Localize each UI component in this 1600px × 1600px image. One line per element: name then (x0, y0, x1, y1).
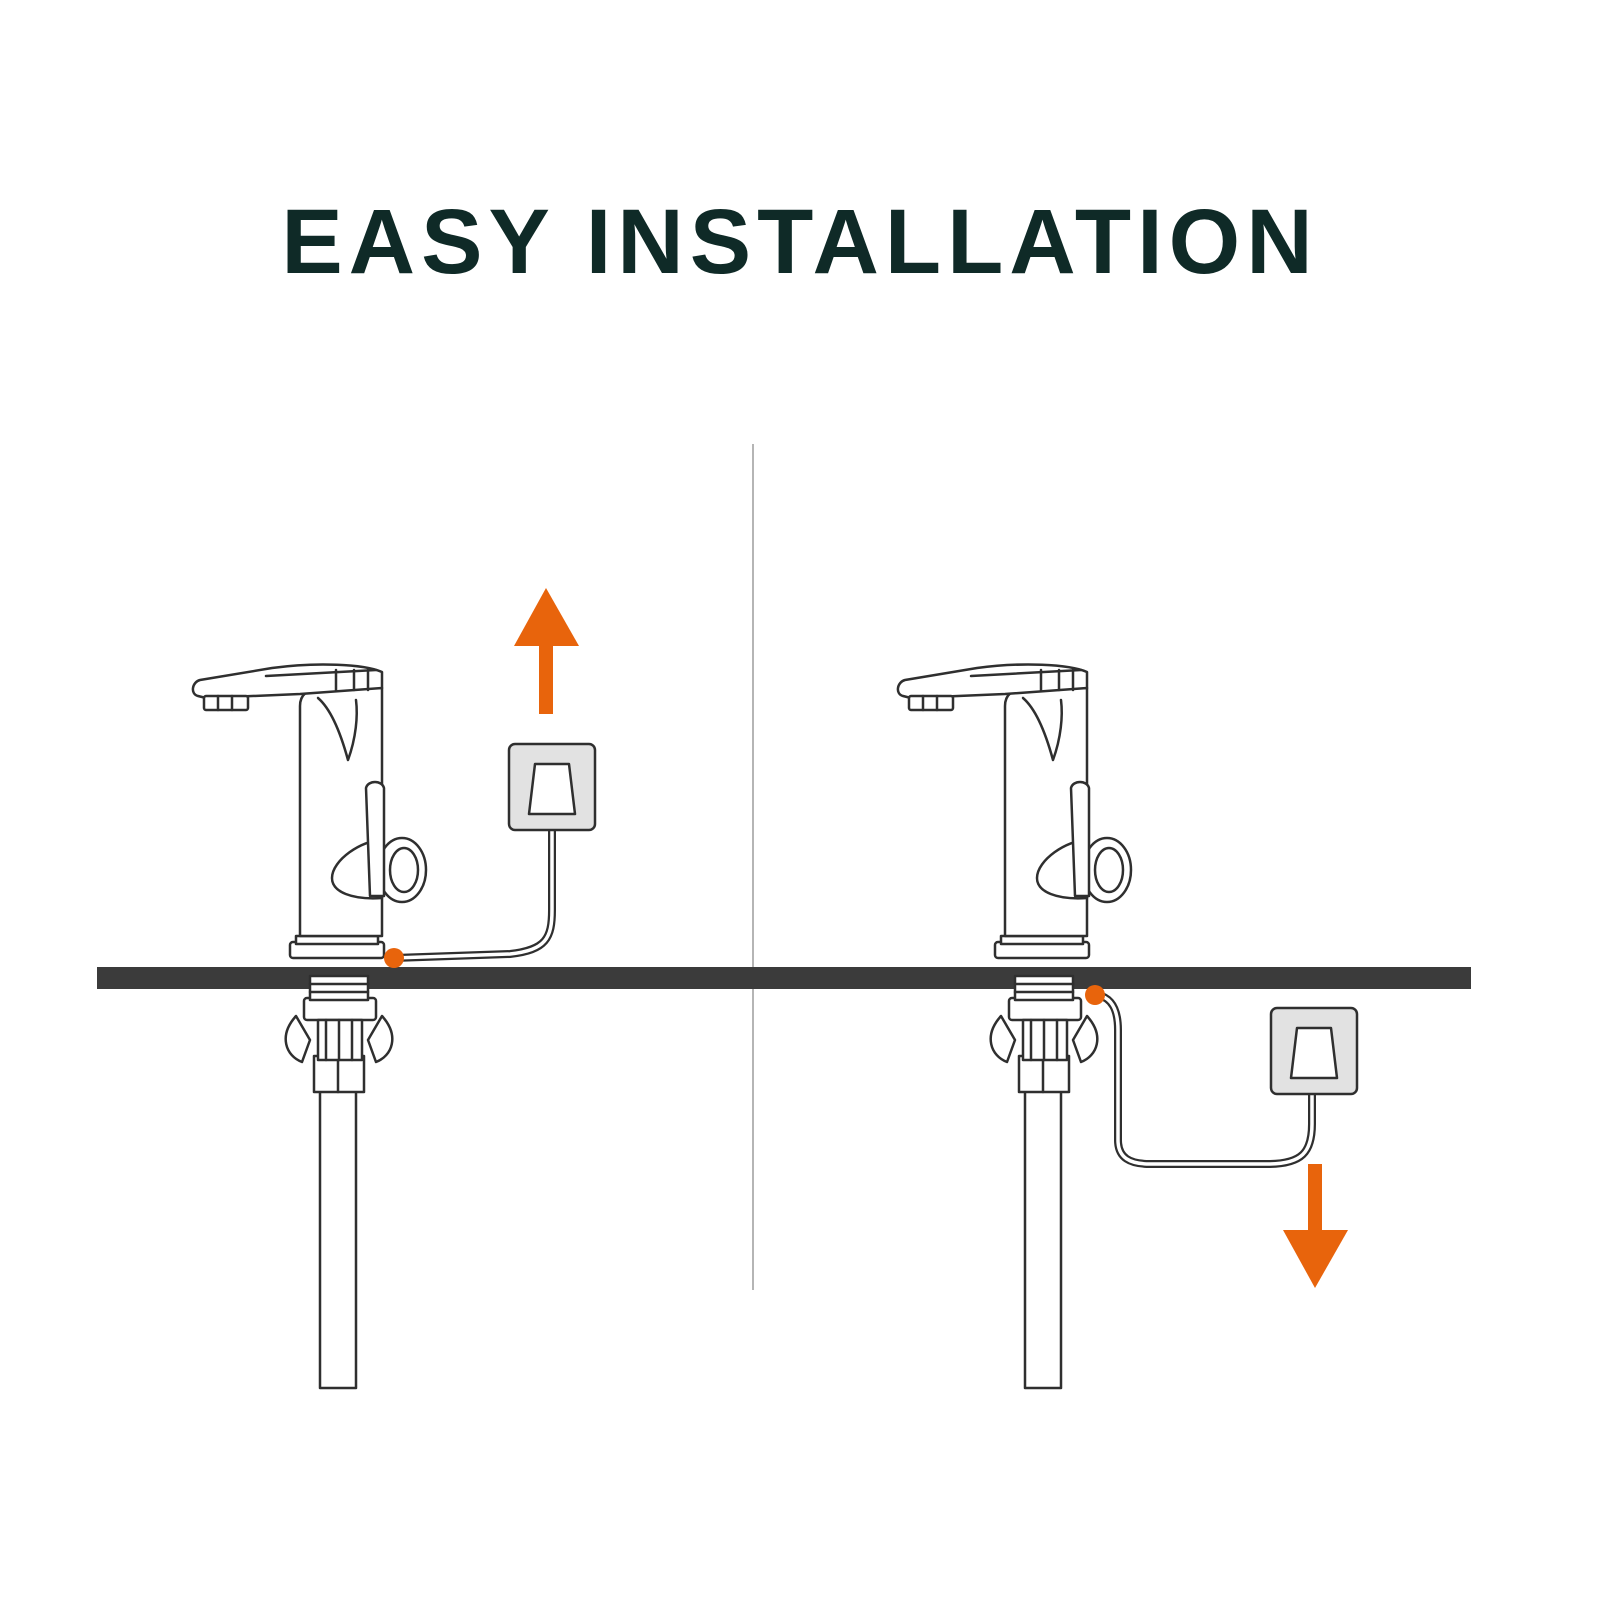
page-title: EASY INSTALLATION (281, 191, 1319, 293)
cable-entry-point (1085, 985, 1105, 1005)
cable-entry-point (384, 948, 404, 968)
arrow-up-icon (514, 588, 579, 714)
wall-socket-icon (1269, 1006, 1359, 1096)
panel-below-counter (896, 663, 1359, 1390)
wall-socket-icon (507, 742, 597, 832)
panel-above-counter (191, 588, 597, 1390)
faucet-icon (896, 663, 1133, 1390)
faucet-icon (191, 663, 428, 1390)
arrow-down-icon (1283, 1164, 1348, 1288)
counter-top (97, 967, 1471, 989)
